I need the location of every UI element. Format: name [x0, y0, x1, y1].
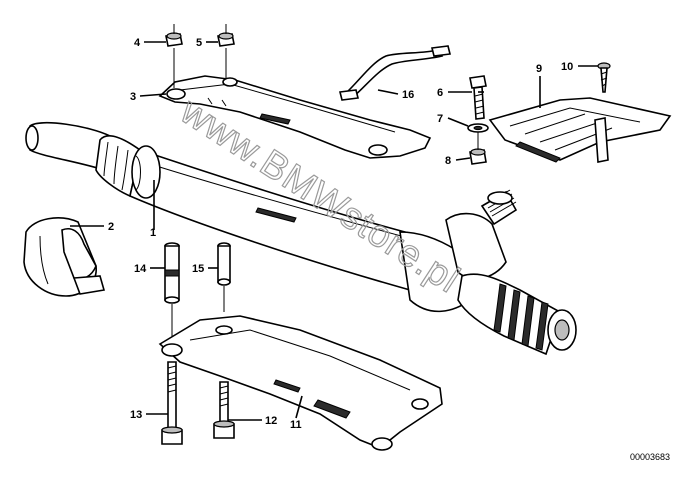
callout-2: 2	[108, 221, 114, 233]
callout-3: 3	[130, 91, 136, 103]
spacer-15	[217, 242, 231, 286]
drawing-code: 00003683	[630, 452, 670, 462]
callout-6: 6	[437, 87, 443, 99]
callout-14: 14	[134, 263, 147, 275]
steering-rack	[25, 121, 577, 356]
callout-7: 7	[437, 113, 443, 125]
callout-5: 5	[196, 37, 202, 49]
rubber-mount	[23, 217, 106, 297]
nut-4	[165, 32, 183, 47]
callout-1: 1	[150, 227, 156, 239]
callout-15: 15	[192, 263, 204, 275]
bolt-13	[161, 361, 183, 445]
spacer-14	[164, 242, 180, 304]
callout-8: 8	[445, 155, 451, 167]
callout-11: 11	[290, 419, 302, 431]
callout-9: 9	[536, 63, 542, 75]
screw-10	[597, 62, 611, 93]
callout-13: 13	[130, 409, 142, 421]
washer-7	[467, 123, 489, 133]
mounting-strap	[339, 45, 451, 101]
nut-8	[469, 148, 487, 165]
heat-shield	[488, 97, 672, 163]
callouts: 1 2 3 4 5 6 7 8 9 10 11 12 13 14 15 16	[108, 37, 573, 431]
bolt-6	[469, 75, 487, 120]
leader-lines	[70, 41, 598, 421]
callout-10: 10	[561, 61, 573, 73]
callout-4: 4	[134, 37, 141, 49]
bolt-12	[213, 381, 235, 439]
nut-5	[217, 32, 235, 47]
callout-16: 16	[402, 89, 414, 101]
lower-bracket	[158, 315, 443, 451]
upper-bracket	[158, 75, 432, 159]
callout-12: 12	[265, 415, 277, 427]
